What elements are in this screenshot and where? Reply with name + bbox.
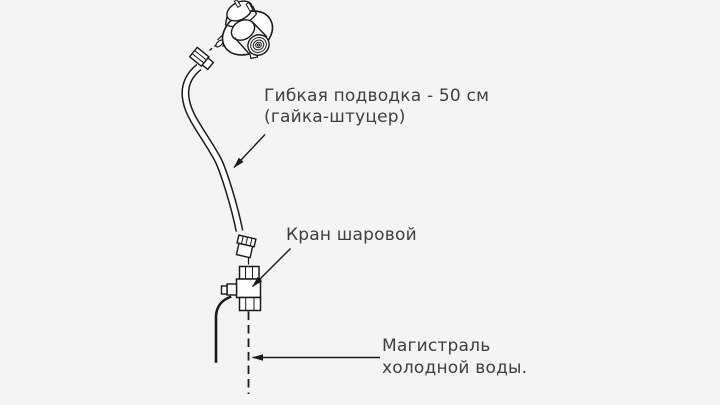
- arrow-to-valve: [252, 248, 291, 287]
- label-flexible-hose-line1: Гибкая подводка - 50 см: [264, 86, 490, 106]
- faucet-pin-left: [233, 0, 242, 9]
- label-flexible-hose: Гибкая подводка - 50 см (гайка-штуцер): [264, 86, 489, 128]
- label-flexible-hose-line2: (гайка-штуцер): [264, 107, 406, 127]
- faucet-head-walls: [224, 5, 258, 26]
- flexible-hose: [181, 63, 244, 232]
- label-ball-valve: Кран шаровой: [286, 225, 417, 246]
- faucet-fixture: [215, 0, 274, 60]
- label-ball-valve-line1: Кран шаровой: [286, 225, 417, 245]
- faucet-button: [230, 19, 270, 56]
- hose-top-nut: [188, 46, 215, 71]
- valve-side-stub: [226, 283, 238, 296]
- valve-top-nut: [238, 265, 260, 280]
- faucet-pin-right: [245, 2, 254, 12]
- hose-bottom-nut: [235, 234, 257, 259]
- arrow-to-hose: [233, 134, 266, 168]
- valve-bottom-nut: [238, 296, 262, 312]
- label-cold-water-main-line1: Магистраль: [382, 336, 491, 356]
- valve-lever-handle: [214, 295, 232, 363]
- ball-valve: [214, 257, 262, 363]
- label-cold-water-main-line2: холодной воды.: [382, 358, 528, 378]
- label-cold-water-main: Магистраль холодной воды.: [382, 335, 527, 379]
